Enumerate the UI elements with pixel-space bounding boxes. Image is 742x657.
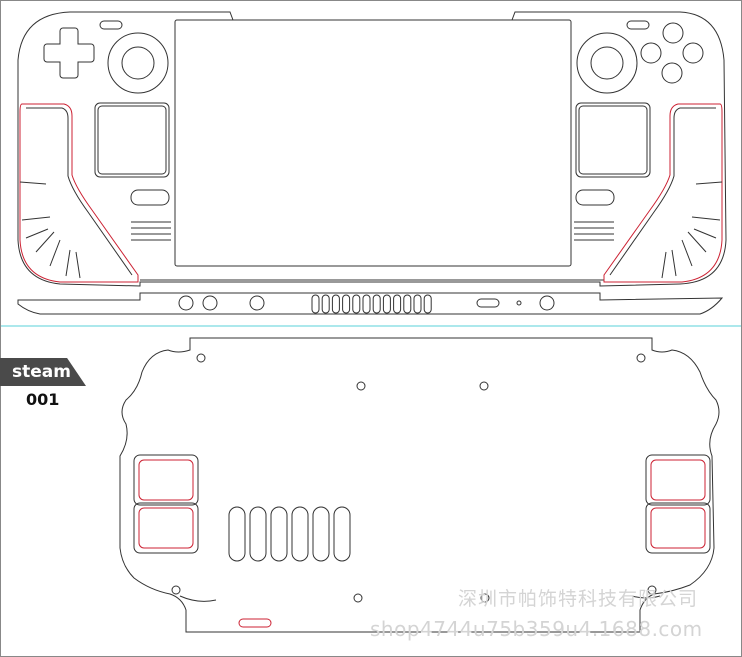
strip-hole-2	[202, 295, 218, 311]
left-stick-inner	[121, 46, 155, 80]
dpad-cutout	[43, 27, 95, 79]
back-left-lower-button	[138, 507, 194, 549]
back-left-upper-button	[138, 459, 194, 501]
back-left-upper-frame	[133, 454, 199, 506]
left-grip-slits	[19, 181, 81, 279]
front-vent-slot	[352, 294, 361, 314]
back-vent-slot	[291, 506, 309, 562]
left-trackpad	[94, 102, 170, 178]
right-speaker-grille	[574, 221, 614, 241]
bottom-edge-strip	[17, 292, 724, 315]
back-screw-5	[171, 585, 181, 595]
front-vent-slot	[311, 294, 320, 314]
left-trackpad-inner	[97, 105, 167, 175]
strip-hole-3	[249, 295, 265, 311]
strip-hole-4	[539, 295, 555, 311]
front-body-outline	[17, 11, 727, 287]
right-grip-slits	[661, 181, 723, 279]
shop-watermark: shop4744u75b359u4.1688.com	[370, 617, 703, 641]
back-slot	[238, 618, 272, 628]
back-right-upper-button	[650, 459, 706, 501]
a-button-hole	[661, 62, 683, 84]
right-trackpad-inner	[578, 105, 648, 175]
back-vent-slot	[228, 506, 246, 562]
left-stick-ring	[107, 32, 169, 94]
model-code: 001	[26, 390, 60, 409]
front-vent-slot	[331, 294, 340, 314]
back-vent-slots	[228, 506, 351, 562]
back-screw-7	[480, 593, 490, 603]
left-speaker-grille	[131, 221, 171, 241]
strip-hole-1	[178, 295, 194, 311]
back-right-upper-frame	[645, 454, 711, 506]
b-button-hole	[682, 42, 704, 64]
x-button-hole	[640, 42, 662, 64]
front-vent-slot	[342, 294, 351, 314]
front-vent-slot	[403, 294, 412, 314]
steam-button-slot	[130, 189, 170, 206]
back-skin	[119, 337, 720, 633]
back-vent-slot	[333, 506, 351, 562]
front-skin	[17, 11, 727, 315]
back-screw-3	[479, 381, 489, 391]
back-screw-8	[647, 585, 657, 595]
front-vent-slot	[372, 294, 381, 314]
front-vent-slot	[362, 294, 371, 314]
back-left-curve	[179, 595, 217, 602]
quick-access-slot	[575, 189, 615, 206]
y-button-hole	[662, 22, 684, 44]
back-body-outline	[119, 337, 720, 633]
back-vent-slot	[270, 506, 288, 562]
front-vent-slot	[393, 294, 402, 314]
company-watermark: 深圳市帕饰特科技有限公司	[458, 588, 699, 610]
screen-window	[174, 19, 572, 267]
right-grip-inner	[609, 107, 716, 276]
view-button-slot	[99, 20, 123, 30]
back-right-curve	[631, 595, 661, 599]
strip-hole-small	[516, 300, 522, 306]
back-screw-1	[196, 353, 206, 363]
left-grip-inner	[26, 107, 133, 276]
right-stick-ring	[576, 32, 638, 94]
right-trackpad	[575, 102, 651, 178]
back-right-lower-frame	[645, 502, 711, 554]
back-left-lower-frame	[133, 502, 199, 554]
back-right-lower-button	[650, 507, 706, 549]
front-vent-slot	[382, 294, 391, 314]
brand-tag: steam	[0, 358, 86, 386]
right-grip-panel	[603, 103, 723, 283]
front-vent-slot	[413, 294, 422, 314]
left-grip-panel	[19, 103, 139, 283]
front-vent-slots	[311, 294, 432, 314]
back-vent-slot	[312, 506, 330, 562]
menu-button-slot	[626, 20, 650, 30]
back-screw-6	[353, 593, 363, 603]
front-vent-slot	[423, 294, 432, 314]
strip-slot	[476, 298, 500, 308]
back-screw-4	[636, 353, 646, 363]
right-stick-inner	[590, 46, 624, 80]
back-screw-2	[356, 381, 366, 391]
front-vent-slot	[321, 294, 330, 314]
back-vent-slot	[249, 506, 267, 562]
